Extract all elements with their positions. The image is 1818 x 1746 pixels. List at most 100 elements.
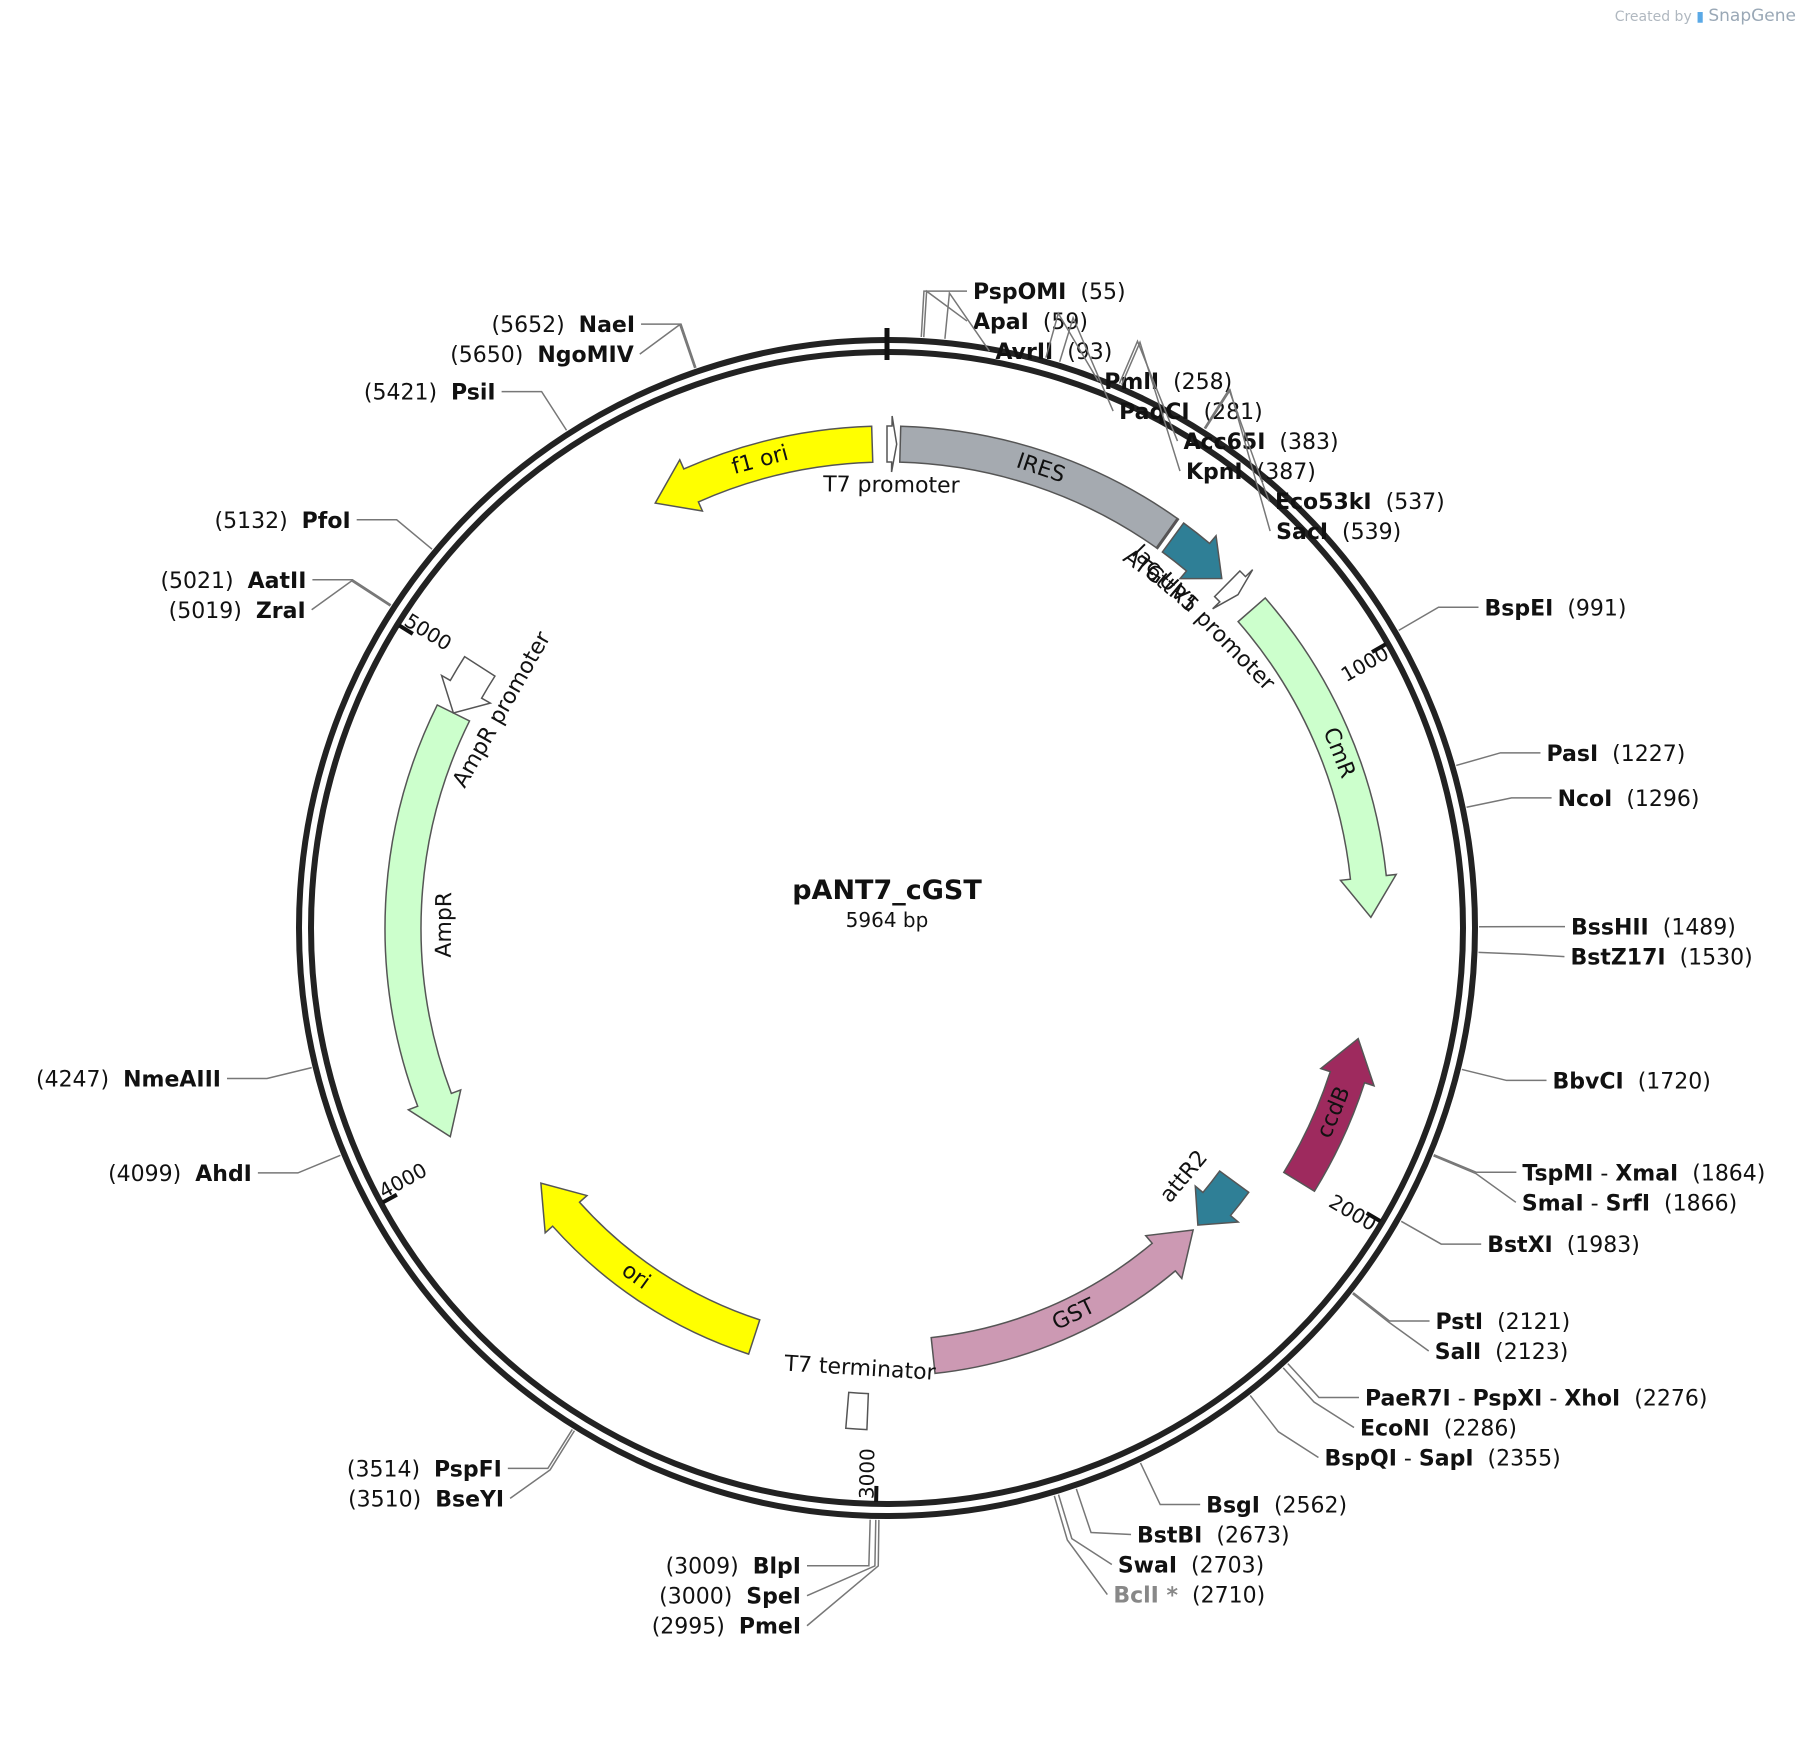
site-leader-line	[1057, 1494, 1113, 1566]
feature-ccdb	[1282, 1037, 1376, 1193]
site-saci: SacI (539)	[1204, 388, 1401, 545]
site-position: (1983)	[1567, 1233, 1640, 1258]
site-separator: -	[1451, 1387, 1473, 1412]
credit-brand: SnapGene	[1708, 6, 1796, 26]
site-position: (93)	[1067, 340, 1112, 365]
site-position: (387)	[1257, 460, 1316, 485]
site-enzyme-name: BspQI	[1324, 1447, 1397, 1472]
site-leader-line	[1433, 1153, 1517, 1174]
site-paqci: PaqCI (281)	[1058, 315, 1263, 425]
site-label: SmaI - SrfI (1866)	[1522, 1191, 1737, 1216]
site-position: (1530)	[1680, 946, 1753, 971]
site-label: (5132) PfoI	[215, 509, 351, 534]
site-label: TspMI - XmaI (1864)	[1522, 1161, 1765, 1186]
site-position: (2995)	[652, 1615, 725, 1640]
site-apai: ApaI (59)	[923, 289, 1088, 338]
feature-ori	[540, 1182, 761, 1356]
site-space	[420, 1457, 434, 1482]
site-label: (2995) PmeI	[652, 1615, 801, 1640]
feature-cmr	[1237, 596, 1398, 919]
feature-t7-promoter	[886, 415, 898, 473]
site-space	[1483, 1310, 1497, 1335]
site-label: BstZ17I (1530)	[1570, 946, 1752, 971]
feature-gst	[930, 1229, 1195, 1375]
site-position: (5650)	[450, 343, 523, 368]
tick-mark-1000	[1371, 642, 1387, 654]
site-label: PspOMI (55)	[973, 280, 1126, 305]
site-enzyme-name: Acc65I	[1184, 430, 1266, 455]
site-space	[1678, 1161, 1692, 1186]
plasmid-size: 5964 bp	[846, 908, 929, 932]
site-space	[181, 1162, 195, 1187]
site-naei: (5652) NaeI	[492, 313, 697, 368]
feature-label-t7-promoter: T7 promoter	[822, 472, 961, 498]
site-space	[1328, 520, 1342, 545]
site-bspei: BspEI (991)	[1398, 596, 1627, 632]
site-enzyme-name: ApaI	[973, 310, 1029, 335]
site-position: (3000)	[659, 1585, 732, 1610]
site-label: (5650) NgoMIV	[450, 343, 634, 368]
snapgene-logo-icon: ▮	[1696, 9, 1704, 25]
site-position: (383)	[1279, 430, 1338, 455]
site-pspfi: (3514) PspFI	[347, 1429, 573, 1482]
site-space	[109, 1067, 123, 1092]
site-leader-line	[639, 323, 696, 369]
site-position: (3510)	[348, 1487, 421, 1512]
site-label: Acc65I (383)	[1184, 430, 1339, 455]
feature-ampr	[384, 703, 471, 1138]
site-bstbi: BstBI (2673)	[1075, 1488, 1290, 1549]
site-position: (991)	[1567, 596, 1626, 621]
site-leader-line	[1121, 340, 1181, 472]
site-enzyme-name: PaqCI	[1119, 400, 1189, 425]
site-bsgi: BsgI (2562)	[1139, 1462, 1347, 1519]
site-leader-line	[257, 1154, 341, 1174]
site-enzyme-name: ZraI	[256, 599, 306, 624]
site-label: PaqCI (281)	[1119, 400, 1263, 425]
site-label: (3000) SpeI	[659, 1585, 801, 1610]
site-label: (3514) PspFI	[347, 1457, 502, 1482]
site-enzyme-name: SapI	[1419, 1447, 1474, 1472]
site-enzyme-name: BstXI	[1487, 1233, 1553, 1258]
site-position: (258)	[1173, 370, 1232, 395]
site-space	[1430, 1417, 1444, 1442]
restriction-sites: PspOMI (55)ApaI (59)AvrII (93)PmlI (258)…	[36, 280, 1765, 1640]
site-position: (2710)	[1192, 1584, 1265, 1609]
site-label: KpnI (387)	[1186, 460, 1316, 485]
site-space	[1650, 1191, 1664, 1216]
site-bbvci: BbvCI (1720)	[1461, 1068, 1711, 1094]
feature-label-ampr: AmpR	[432, 892, 457, 958]
site-enzyme-name: NcoI	[1558, 787, 1613, 812]
site-enzyme-name: BseYI	[435, 1487, 504, 1512]
site-enzyme-name: SpeI	[746, 1585, 801, 1610]
site-leader-line	[1203, 387, 1270, 502]
site-bcli: BclI * (2710)	[1053, 1495, 1265, 1609]
site-space	[1553, 1233, 1567, 1258]
site-position: (2673)	[1216, 1524, 1289, 1549]
backbone	[296, 328, 1478, 1519]
site-bstz17i: BstZ17I (1530)	[1478, 946, 1753, 971]
site-label: NcoI (1296)	[1558, 787, 1700, 812]
site-enzyme-name: NmeAIII	[123, 1067, 221, 1092]
site-position: (5019)	[169, 599, 242, 624]
site-space	[565, 313, 579, 338]
site-leader-line	[1249, 1395, 1319, 1459]
site-psii: (5421) PsiI	[364, 381, 568, 431]
site-space	[1202, 1524, 1216, 1549]
site-paer7i-pspxi-xhoi: PaeR7I - PspXI - XhoI (2276)	[1287, 1363, 1707, 1412]
tick-mark-5000	[398, 623, 414, 636]
site-enzyme-name: SalI	[1435, 1340, 1481, 1365]
site-nmeaiii: (4247) NmeAIII	[36, 1066, 312, 1092]
snapgene-credit: Created by ▮ SnapGene	[1615, 6, 1796, 26]
site-position: (1489)	[1663, 916, 1736, 941]
site-enzyme-name: BstZ17I	[1570, 946, 1665, 971]
site-separator: -	[1584, 1191, 1606, 1216]
site-position: (1296)	[1626, 787, 1699, 812]
site-space	[1553, 596, 1567, 621]
site-space	[725, 1615, 739, 1640]
site-kpni: KpnI (387)	[1121, 340, 1316, 485]
site-enzyme-name: SacI	[1276, 520, 1328, 545]
site-label: (3009) BlpI	[666, 1555, 801, 1580]
site-leader-line	[1139, 1462, 1201, 1506]
site-pasi: PasI (1227)	[1456, 742, 1685, 767]
site-space	[739, 1555, 753, 1580]
